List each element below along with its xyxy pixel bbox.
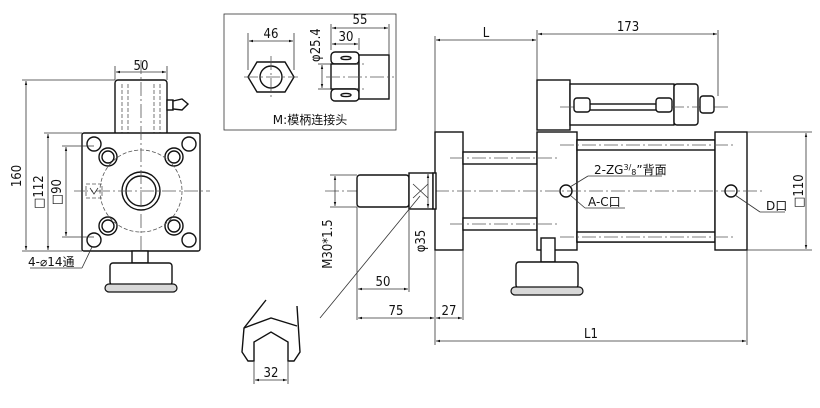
- dim-overall-length: 55: [353, 13, 368, 28]
- dim-L: L: [483, 26, 490, 41]
- dim-173: 173: [617, 20, 639, 35]
- dim-hex-width: 46: [264, 27, 279, 42]
- dim-square-outer: □112: [32, 175, 47, 208]
- dim-75: 75: [389, 304, 404, 319]
- dim-L1: L1: [584, 327, 598, 342]
- inset-connector-detail: 46 55 30 φ25.4 M:模柄连接头: [223, 13, 397, 131]
- dim-height: 160: [10, 165, 25, 187]
- hex-nut-front: [244, 33, 298, 98]
- piston-rod-thread: [356, 174, 410, 208]
- inset-caption: M:模柄连接头: [273, 112, 347, 127]
- hole-note: 4-⌀14通: [28, 255, 74, 269]
- dim-hex-length: 30: [339, 30, 354, 45]
- port-ac: A-C口: [588, 195, 621, 209]
- dim-thread: M30*1.5: [321, 219, 336, 268]
- dim-32: 32: [264, 366, 279, 381]
- dim-phi35: φ35: [414, 230, 429, 253]
- dim-27-left: 27: [442, 304, 457, 319]
- side-view: [319, 30, 812, 345]
- hex-nut-side: [318, 24, 394, 102]
- dim-50: 50: [376, 275, 391, 290]
- port-d: D口: [766, 199, 787, 213]
- dim-square-110: □110: [792, 174, 807, 207]
- port-note: 2-ZG3/8”背面: [594, 163, 667, 177]
- wrench-section: [241, 299, 301, 384]
- front-view: [22, 60, 210, 293]
- dim-square-inner: □90: [50, 179, 65, 205]
- dim-diameter: φ25.4: [309, 28, 324, 62]
- inset-frame: [223, 13, 397, 131]
- dim-top-width: 50: [134, 59, 149, 74]
